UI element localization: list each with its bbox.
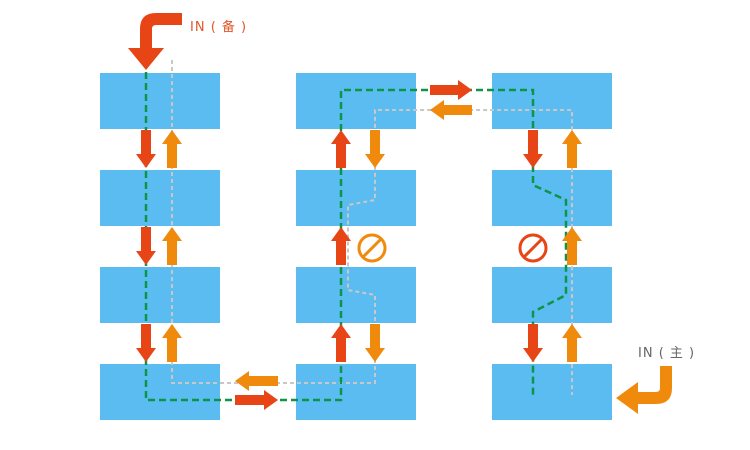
arrow-icon-red-down	[136, 324, 156, 362]
device-box-1-4	[100, 364, 220, 420]
device-box-3-3	[492, 267, 612, 323]
prohibited-icon	[518, 233, 548, 263]
device-box-3-4	[492, 364, 612, 420]
device-box-2-1	[296, 73, 416, 129]
arrow-icon-orange-up	[562, 324, 582, 362]
arrow-icon-orange-up	[162, 324, 182, 362]
arrow-icon-red-right	[235, 390, 278, 410]
device-box-1-2	[100, 170, 220, 226]
device-box-3-2	[492, 170, 612, 226]
arrow-icon-red-up	[331, 130, 351, 168]
device-box-2-4	[296, 364, 416, 420]
prohibited-icon-slash	[522, 237, 544, 259]
arrow-icon-red-down	[136, 130, 156, 168]
arrow-icon-orange-down	[365, 130, 385, 168]
arrow-icon-orange-up	[562, 130, 582, 168]
device-box-1-3	[100, 267, 220, 323]
arrow-icon-red-down	[523, 324, 543, 362]
device-box-1-1	[100, 73, 220, 129]
arrow-icon-red-down	[523, 130, 543, 168]
arrow-icon-orange-left	[430, 100, 472, 120]
device-box-2-2	[296, 170, 416, 226]
main-input-label: IN ( 主 )	[638, 346, 696, 361]
arrow-icon-red-right	[430, 80, 472, 100]
backup-input-label: IN ( 备 )	[190, 20, 248, 35]
arrow-icon-orange-left	[235, 371, 278, 391]
arrow-icon-orange-up	[162, 227, 182, 265]
device-box-2-3	[296, 267, 416, 323]
arrow-icon-orange-down	[365, 324, 385, 362]
arrow-icon-orange-up	[162, 130, 182, 168]
prohibited-icon-slash	[361, 237, 383, 259]
arrow-icon-red-up	[331, 227, 351, 265]
arrow-icon-red-up	[331, 324, 351, 362]
device-box-3-1	[492, 73, 612, 129]
arrow-icon-red-down	[136, 227, 156, 265]
arrow-icon-orange-up	[562, 227, 582, 265]
bent-arrow-icon-backup	[128, 13, 182, 70]
bent-arrow-icon-main	[616, 366, 672, 414]
prohibited-icon	[357, 233, 387, 263]
